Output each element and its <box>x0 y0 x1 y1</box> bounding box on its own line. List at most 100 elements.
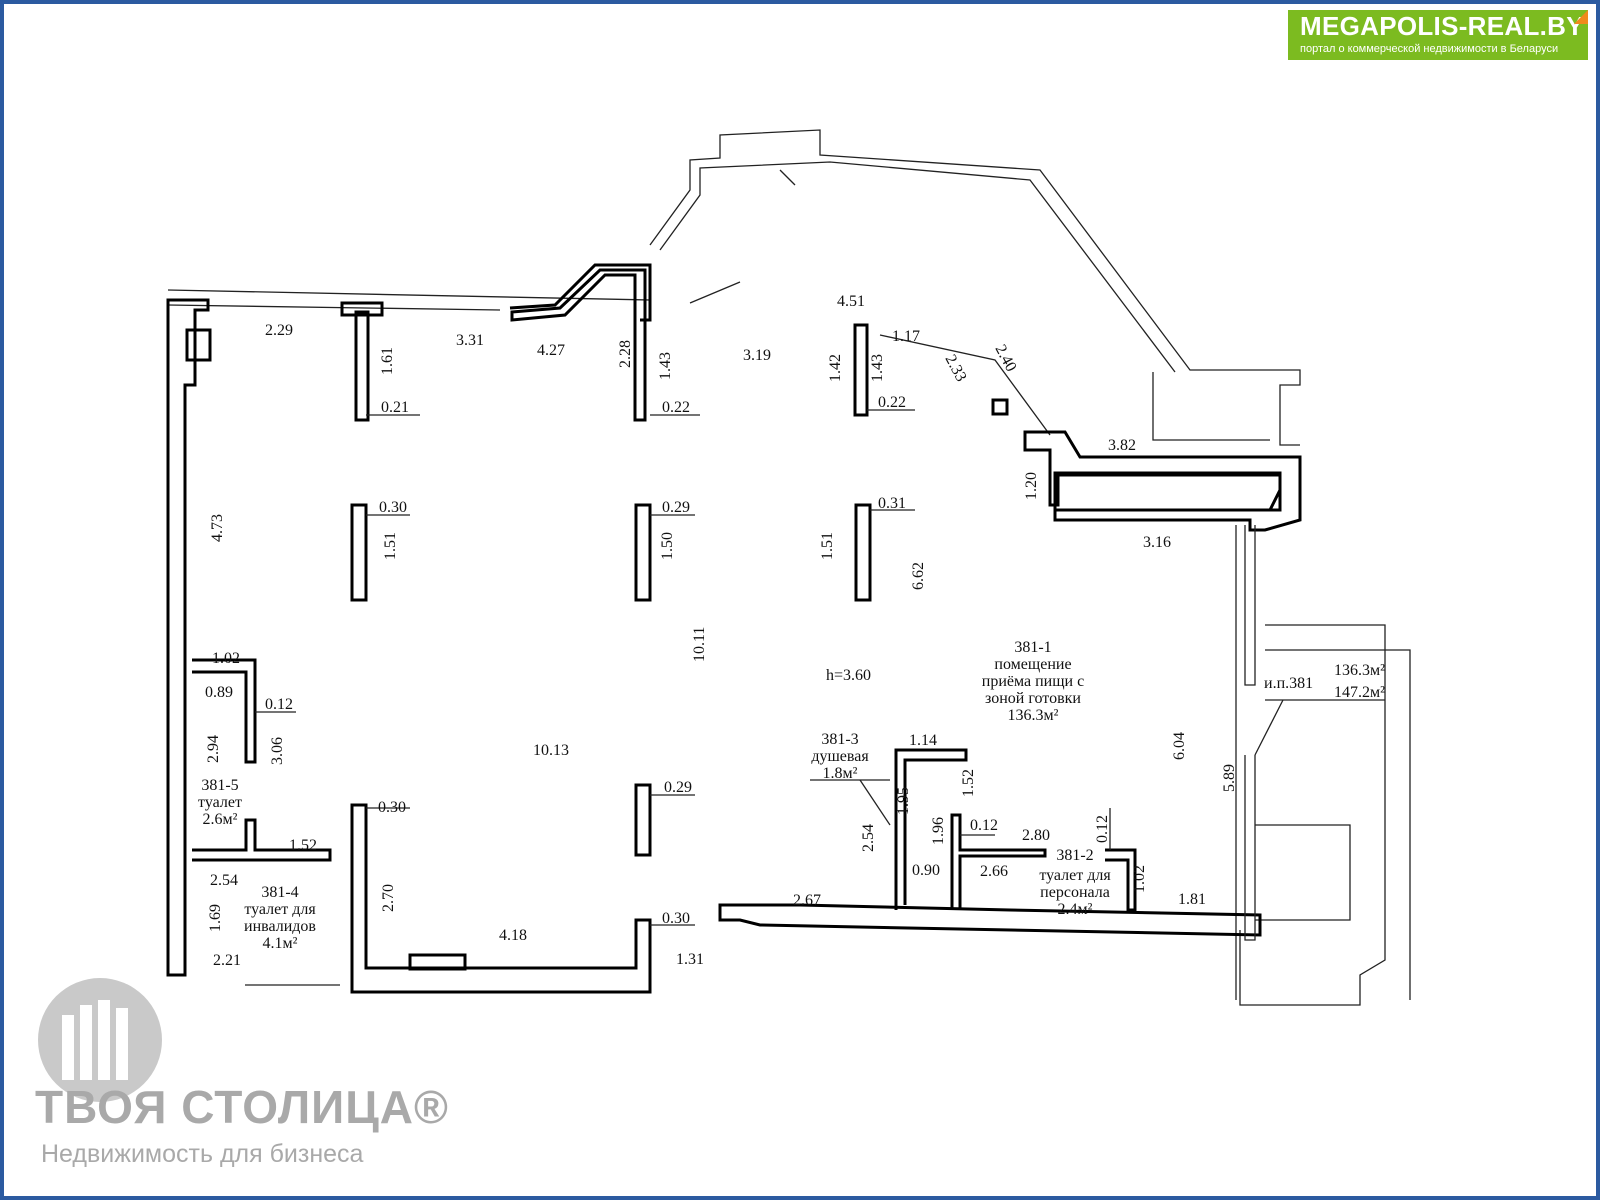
dim-label: 1.17 <box>892 328 920 345</box>
dim-label: 1.81 <box>1178 891 1206 908</box>
watermark-subtitle: Недвижимость для бизнеса <box>41 1140 364 1168</box>
dim-label: 1.52 <box>289 837 317 854</box>
room-desc: туалет для <box>1039 867 1111 884</box>
dim-label: 4.27 <box>537 342 565 359</box>
room-desc: туалет <box>198 794 242 811</box>
dim-label: 3.82 <box>1108 437 1136 454</box>
dim-label: 2.67 <box>793 892 821 909</box>
dim-label: 0.29 <box>664 779 692 796</box>
dim-label: 2.33 <box>941 352 969 385</box>
dim-label: 3.31 <box>456 332 484 349</box>
dim-label: 3.16 <box>1143 534 1171 551</box>
room-desc: душевая <box>811 748 869 765</box>
dim-label: 1.14 <box>909 732 937 749</box>
premises-label: и.п.381 <box>1264 675 1313 692</box>
dim-label: 0.30 <box>378 799 406 816</box>
dim-label: 0.12 <box>1094 815 1111 843</box>
dim-label: 3.19 <box>743 347 771 364</box>
room-area: 2.4м² <box>1058 901 1093 918</box>
room-area: 4.1м² <box>263 935 298 952</box>
room-id: 381-3 <box>821 731 858 748</box>
room-desc: приёма пищи с <box>982 673 1084 690</box>
dim-label: 10.11 <box>691 627 708 662</box>
dim-label: 1.02 <box>212 650 240 667</box>
dim-label: 3.06 <box>269 737 286 765</box>
dim-label: 5.89 <box>1221 764 1238 792</box>
room-381-5-label: 381-5 туалет 2.6м² <box>198 777 242 828</box>
room-desc: инвалидов <box>244 918 316 935</box>
room-area: 136.3м² <box>1008 707 1059 724</box>
room-desc: зоной готовки <box>985 690 1081 707</box>
dim-label: 1.20 <box>1023 472 1040 500</box>
room-desc: персонала <box>1040 884 1110 901</box>
corner-fold-icon <box>1574 10 1588 24</box>
dimension-labels: 2.29 3.31 4.27 3.19 4.51 1.17 0.21 0.22 … <box>205 293 1206 969</box>
dim-label: 2.70 <box>380 884 397 912</box>
dim-label: 6.04 <box>1171 732 1188 760</box>
leader-lines <box>255 409 1284 926</box>
dim-label: 0.22 <box>878 394 906 411</box>
dim-label: 2.66 <box>980 863 1008 880</box>
dim-label: 2.40 <box>991 342 1019 375</box>
dim-label: 2.54 <box>860 824 877 852</box>
room-381-2-label: 381-2 туалет для персонала 2.4м² <box>1039 847 1111 918</box>
dim-label: 1.95 <box>895 787 912 815</box>
dim-label: 4.73 <box>209 514 226 542</box>
dim-label: 1.43 <box>869 354 886 382</box>
dim-label: 1.02 <box>1131 865 1148 893</box>
dim-label: 1.43 <box>657 352 674 380</box>
exterior-outline <box>167 129 1411 1006</box>
dim-label: 4.18 <box>499 927 527 944</box>
room-id: 381-5 <box>201 777 238 794</box>
dim-label: 1.61 <box>379 347 396 375</box>
dim-label: 2.29 <box>265 322 293 339</box>
walls <box>166 263 1302 994</box>
dim-label: 0.30 <box>379 499 407 516</box>
dim-label: 0.30 <box>662 910 690 927</box>
site-subtitle: портал о коммерческой недвижимости в Бел… <box>1300 43 1559 55</box>
room-desc: туалет для <box>244 901 316 918</box>
dim-label: 1.31 <box>676 951 704 968</box>
megapolis-badge[interactable]: MEGAPOLIS-REAL.BY портал о коммерческой … <box>1288 10 1588 60</box>
vertical-dimension-labels: 1.61 2.28 1.43 1.42 1.43 4.73 1.51 1.50 … <box>205 340 1238 932</box>
area-summary: и.п.381 136.3м² 147.2м² <box>1264 662 1385 701</box>
dim-label: 0.31 <box>878 495 906 512</box>
dim-label: 2.21 <box>213 952 241 969</box>
dim-label: 6.62 <box>910 562 927 590</box>
dim-label: 10.13 <box>533 742 569 759</box>
room-area: 2.6м² <box>203 811 238 828</box>
site-title: MEGAPOLIS-REAL.BY <box>1300 11 1584 41</box>
room-id: 381-4 <box>261 884 298 901</box>
room-381-4-label: 381-4 туалет для инвалидов 4.1м² <box>244 884 316 952</box>
room-id: 381-1 <box>1014 639 1051 656</box>
room-area: 1.8м² <box>823 765 858 782</box>
dim-label: 0.21 <box>381 399 409 416</box>
room-381-3-label: 381-3 душевая 1.8м² <box>811 731 869 782</box>
dim-label: 0.90 <box>912 862 940 879</box>
dim-label: 2.54 <box>210 872 238 889</box>
watermark-name: ТВОЯ СТОЛИЦА® <box>35 1081 449 1133</box>
dim-label: 2.94 <box>205 735 222 763</box>
dim-label: 2.80 <box>1022 827 1050 844</box>
dim-label: 1.96 <box>930 817 947 845</box>
dim-label: 1.42 <box>827 354 844 382</box>
room-desc: помещение <box>994 656 1071 673</box>
area-total: 147.2м² <box>1334 684 1385 701</box>
dim-label: 2.28 <box>617 340 634 368</box>
dim-label: 1.51 <box>819 532 836 560</box>
dim-label: 0.12 <box>265 696 293 713</box>
dim-label: 1.51 <box>382 532 399 560</box>
dim-label: 0.29 <box>662 499 690 516</box>
watermark-logo-icon <box>38 978 162 1102</box>
ceiling-height: h=3.60 <box>826 667 871 684</box>
dim-label: 1.52 <box>960 769 977 797</box>
dim-label: 4.51 <box>837 293 865 310</box>
dim-label: 0.12 <box>970 817 998 834</box>
area-main: 136.3м² <box>1334 662 1385 679</box>
dim-label: 1.69 <box>207 904 224 932</box>
dim-label: 1.50 <box>659 532 676 560</box>
dim-label: 0.22 <box>662 399 690 416</box>
room-381-1-label: 381-1 помещение приёма пищи с зоной гото… <box>982 639 1084 724</box>
